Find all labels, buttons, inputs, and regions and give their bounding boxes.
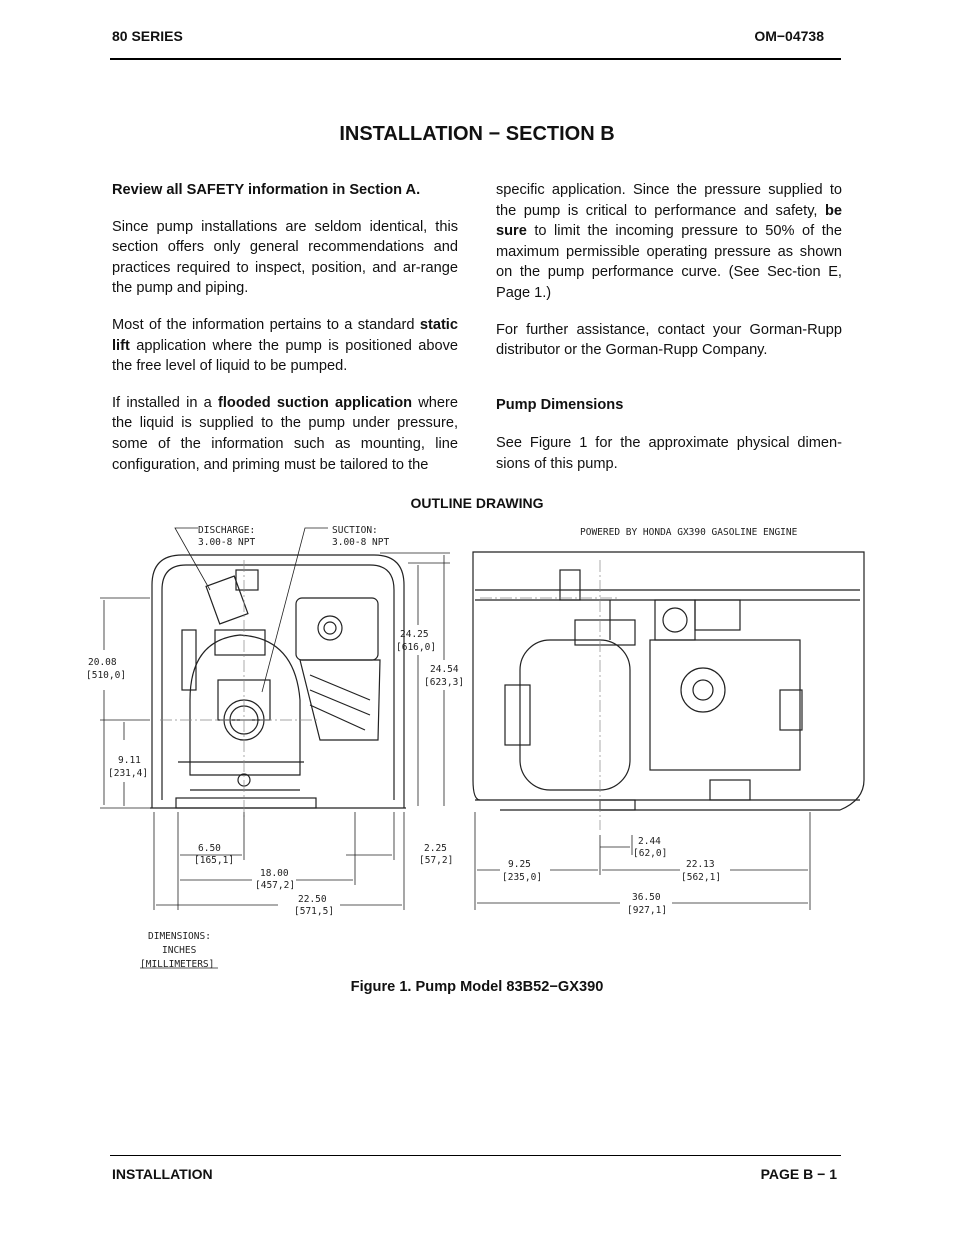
discharge-size: 3.00-8 NPT xyxy=(198,537,255,548)
legend-inches: INCHES xyxy=(162,945,197,956)
dim-22-50: 22.50 xyxy=(298,894,327,905)
discharge-label: DISCHARGE: xyxy=(198,525,255,536)
dim-6-50-mm: [165,1] xyxy=(194,855,234,866)
dim-20-08-mm: [510,0] xyxy=(86,670,126,681)
figure-caption: Figure 1. Pump Model 83B52−GX390 xyxy=(350,979,604,995)
dim-18-00-mm: [457,2] xyxy=(255,880,295,891)
right-column: specific application. Since the pressure… xyxy=(496,180,842,491)
dim-22-13-mm: [562,1] xyxy=(681,872,721,883)
header-rule xyxy=(110,58,841,60)
dim-2-44: 2.44 xyxy=(638,836,661,847)
right-view-frame xyxy=(472,551,865,811)
discharge-port xyxy=(205,575,249,625)
powered-by-label: POWERED BY HONDA GX390 GASOLINE ENGINE xyxy=(580,527,798,538)
dim-24-54-mm: [623,3] xyxy=(424,677,464,688)
dim-2-44-mm: [62,0] xyxy=(633,848,667,859)
emphasis: flooded suction application xyxy=(218,394,413,411)
text: Most of the information pertains to a st… xyxy=(112,316,415,333)
dim-2-25: 2.25 xyxy=(424,843,447,854)
header-doc-number: OM−04738 xyxy=(754,28,824,44)
left-column: Review all SAFETY information in Section… xyxy=(112,180,458,491)
suction-size: 3.00-8 NPT xyxy=(332,537,389,548)
page-title: INSTALLATION − SECTION B xyxy=(339,123,615,145)
dim-24-25: 24.25 xyxy=(400,629,429,640)
text: application where the pump is positioned… xyxy=(112,337,458,375)
text: to limit the incoming pressure to 50% of… xyxy=(496,223,842,301)
emphasis: static lift xyxy=(112,316,458,354)
paragraph-intro: Since pump installations are seldom iden… xyxy=(112,218,458,297)
dim-18-00: 18.00 xyxy=(260,868,289,879)
frame-outline xyxy=(151,554,405,808)
dim-24-25-mm: [616,0] xyxy=(396,642,436,653)
footer-rule xyxy=(110,1155,841,1156)
dim-9-25: 9.25 xyxy=(508,859,531,870)
legend-millimeters: [MILLIMETERS] xyxy=(140,959,214,970)
engine-shroud xyxy=(295,597,379,661)
dim-36-50-mm: [927,1] xyxy=(627,905,667,916)
dim-22-50-mm: [571,5] xyxy=(294,906,334,917)
pump-casing-side xyxy=(519,639,631,791)
dim-36-50: 36.50 xyxy=(632,892,661,903)
footer-section: INSTALLATION xyxy=(112,1166,213,1182)
emphasis: be sure xyxy=(496,202,842,240)
dim-9-25-mm: [235,0] xyxy=(502,872,542,883)
text: specific application. Since the pressure… xyxy=(496,182,842,219)
suction-label: SUCTION: xyxy=(332,525,378,536)
pump-body xyxy=(189,634,301,776)
text: where the liquid is supplied to the pump… xyxy=(112,394,459,473)
dim-2-25-mm: [57,2] xyxy=(419,855,453,866)
dim-9-11-mm: [231,4] xyxy=(108,768,148,779)
header-series: 80 SERIES xyxy=(112,28,183,44)
engine-side xyxy=(649,639,801,771)
paragraph-pressure: specific application. Since the pressure… xyxy=(496,180,842,304)
drawing-title: OUTLINE DRAWING xyxy=(410,495,544,511)
dim-22-13: 22.13 xyxy=(686,859,715,870)
safety-note: Review all SAFETY information in Section… xyxy=(112,182,421,198)
section-heading: Pump Dimensions xyxy=(496,396,624,413)
paragraph-flooded: If installed in a flooded suction applic… xyxy=(112,393,458,475)
legend-dimensions: DIMENSIONS: xyxy=(148,931,211,942)
footer-page-number: PAGE B − 1 xyxy=(760,1166,837,1182)
paragraph-dimensions: See Figure 1 for the approximate physica… xyxy=(496,435,842,472)
dim-24-54: 24.54 xyxy=(430,664,459,675)
dim-9-11: 9.11 xyxy=(118,755,141,766)
paragraph-assistance: For further assistance, contact your Gor… xyxy=(496,321,842,359)
paragraph-static-lift: Most of the information pertains to a st… xyxy=(112,315,458,377)
dim-6-50: 6.50 xyxy=(198,843,221,854)
dim-20-08: 20.08 xyxy=(88,657,117,668)
text: If installed in a xyxy=(112,394,212,411)
